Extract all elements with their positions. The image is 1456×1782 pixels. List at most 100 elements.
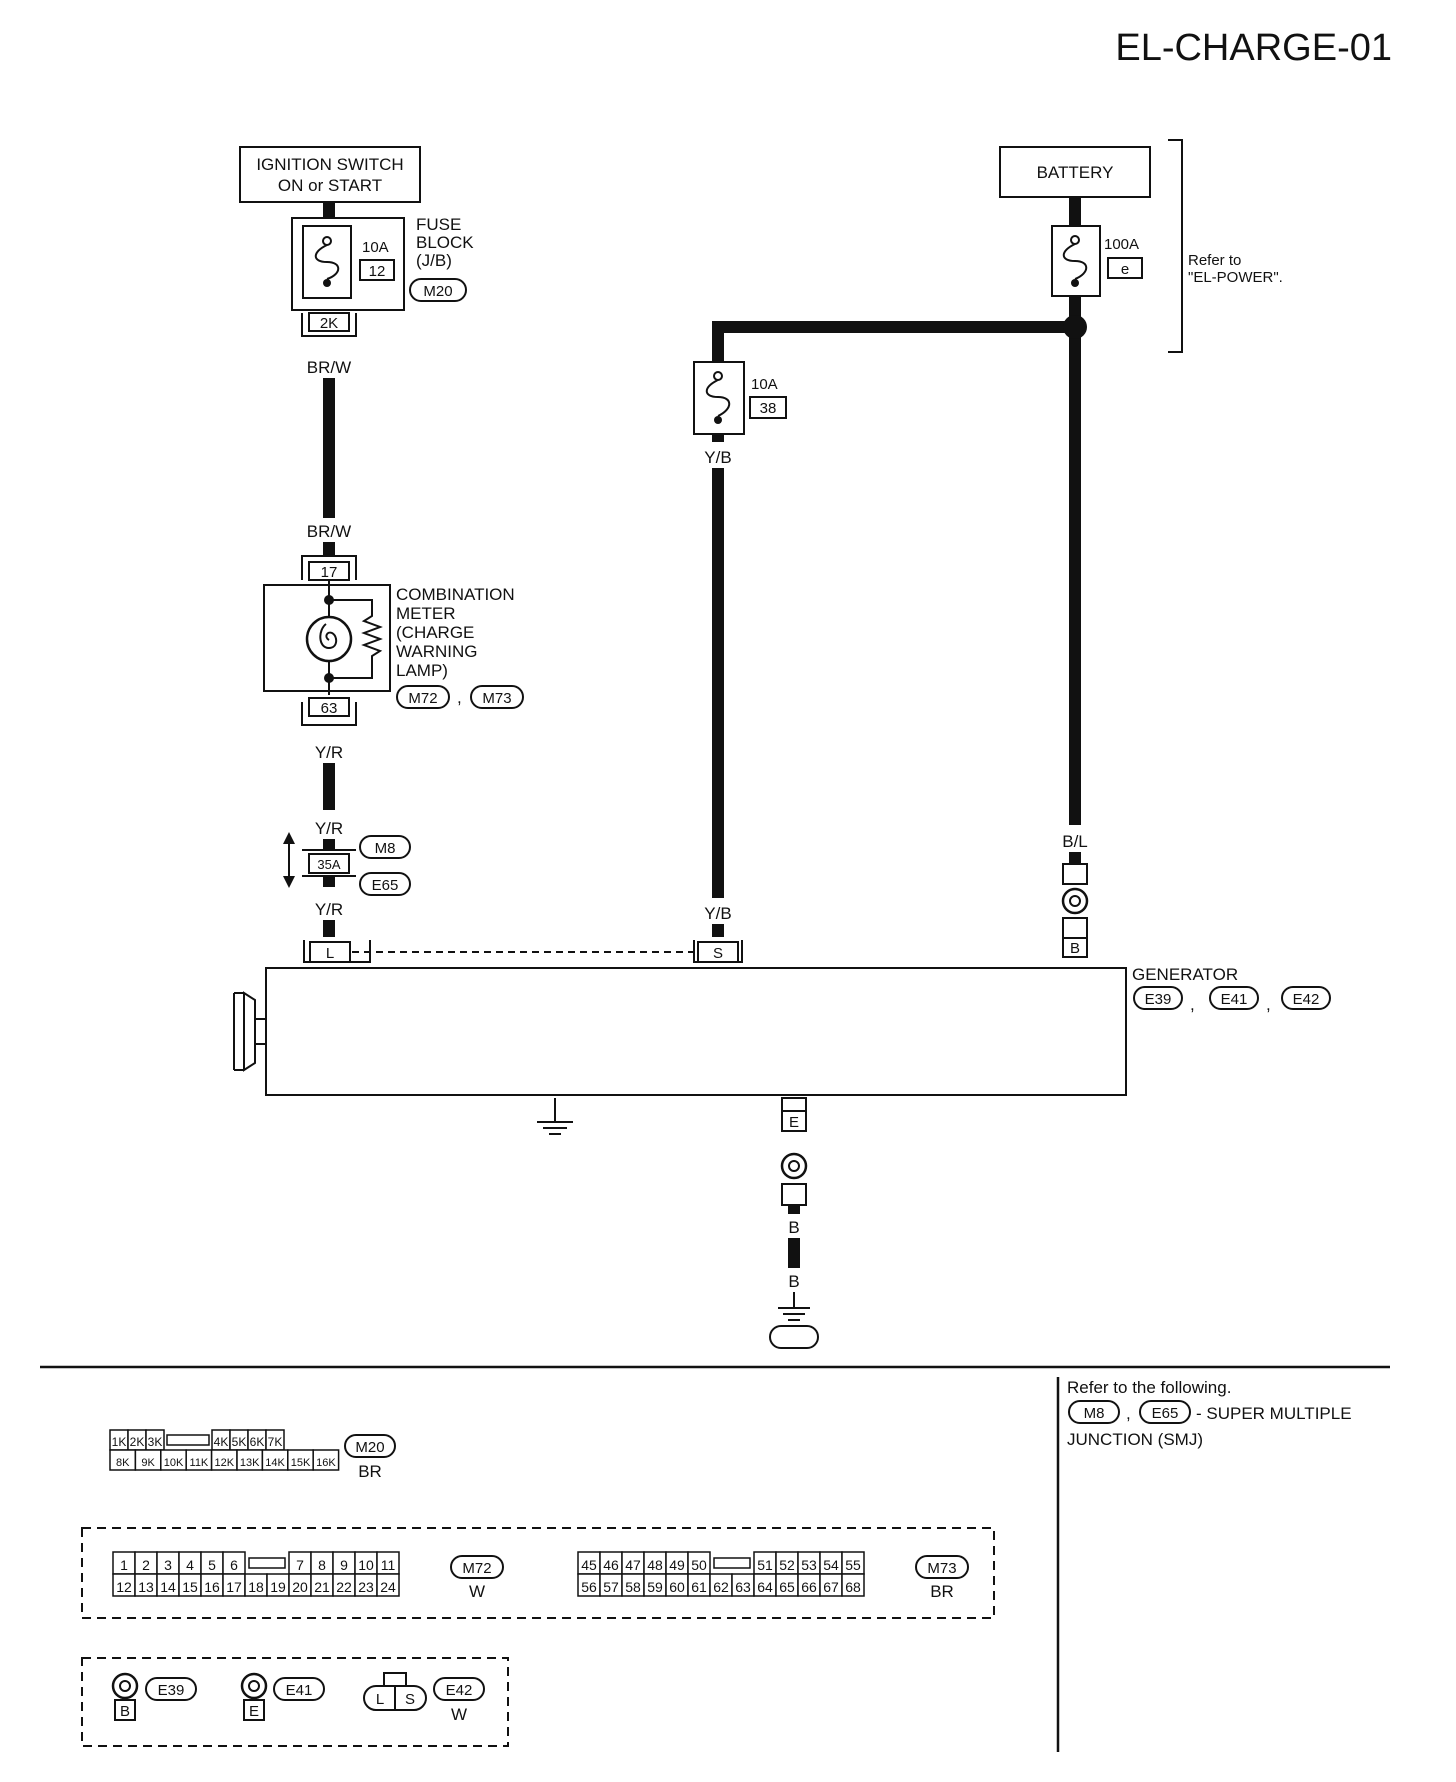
comma-3: ,: [1266, 995, 1271, 1014]
m73-pin-66: 66: [801, 1579, 817, 1595]
e42-pin-l: L: [376, 1691, 384, 1708]
e39-id: E39: [158, 1682, 185, 1699]
m73-pin-55: 55: [845, 1557, 861, 1573]
m20-id: M20: [355, 1439, 384, 1456]
m73-pin-65: 65: [779, 1579, 795, 1595]
m73-pin-64: 64: [757, 1579, 773, 1595]
m20-pin-1k: 1K: [112, 1435, 127, 1449]
m72-pin-23: 23: [358, 1579, 374, 1595]
comma-4: ,: [1126, 1404, 1131, 1423]
m72-pin-14: 14: [160, 1579, 176, 1595]
battery-fuse-number: e: [1121, 261, 1129, 278]
fuse-38: 10A 38: [693, 361, 787, 435]
generator-label: GENERATOR: [1132, 965, 1238, 984]
m73-pin-47: 47: [625, 1557, 641, 1573]
fuse-38-rating: 10A: [751, 376, 778, 393]
pin-63: 63: [321, 700, 338, 717]
wire-yr-3: Y/R: [315, 900, 343, 919]
m20-pin-3k: 3K: [148, 1435, 163, 1449]
m73-pin-60: 60: [669, 1579, 685, 1595]
wire-yb-lower: Y/B: [704, 904, 731, 923]
connector-e39-tag: E39: [1145, 991, 1172, 1008]
fuse-38-number: 38: [760, 400, 777, 417]
m20-pin-9k: 9K: [141, 1457, 155, 1469]
pin-2k: 2K: [320, 315, 338, 332]
wire-b-lower: B: [788, 1272, 799, 1291]
fuse-block-label-2: BLOCK: [416, 233, 474, 252]
combination-meter-label-1: COMBINATION: [396, 585, 515, 604]
e42-pin-s: S: [405, 1691, 415, 1708]
connector-e65-tag: E65: [372, 877, 399, 894]
m73-pin-48: 48: [647, 1557, 663, 1573]
m72-pin-18: 18: [248, 1579, 264, 1595]
connector-view-e42: L S E42 W: [363, 1672, 485, 1724]
m72-pin-5: 5: [208, 1557, 216, 1573]
refer-power-1: Refer to: [1188, 252, 1241, 269]
m73-pin-68: 68: [845, 1579, 861, 1595]
m73-pin-61: 61: [691, 1579, 707, 1595]
m72-pin-19: 19: [270, 1579, 286, 1595]
m72-pin-8: 8: [318, 1557, 326, 1573]
m73-pin-46: 46: [603, 1557, 619, 1573]
m20-pin-16k: 16K: [316, 1457, 336, 1469]
comma-1: ,: [457, 688, 462, 707]
m72-pin-9: 9: [340, 1557, 348, 1573]
m72-pin-4: 4: [186, 1557, 194, 1573]
fuse-block-label-3: (J/B): [416, 251, 452, 270]
fuse-block-label-1: FUSE: [416, 215, 461, 234]
m72-pin-7: 7: [296, 1557, 304, 1573]
connector-m73-tag: M73: [482, 690, 511, 707]
fuse-12-number: 12: [369, 263, 386, 280]
wire-brw-lower: BR/W: [307, 522, 351, 541]
wire-yr-1: Y/R: [315, 743, 343, 762]
m73-pin-45: 45: [581, 1557, 597, 1573]
refer-note-desc1: - SUPER MULTIPLE: [1196, 1404, 1352, 1423]
fuse-block: 10A 12 FUSE BLOCK (J/B) M20: [291, 215, 474, 311]
e41-id: E41: [286, 1682, 313, 1699]
page-title: EL-CHARGE-01: [1115, 27, 1392, 69]
body-ground-icon: [537, 1098, 573, 1135]
m20-pin-12k: 12K: [215, 1457, 235, 1469]
m20-pin-10k: 10K: [164, 1457, 184, 1469]
combination-meter-label-5: LAMP): [396, 661, 448, 680]
m20-pin-14k: 14K: [265, 1457, 285, 1469]
battery-fuse: 100A e: [1051, 225, 1143, 297]
m73-pin-57: 57: [603, 1579, 619, 1595]
wire-yr-2: Y/R: [315, 819, 343, 838]
m20-pin-11k: 11K: [190, 1457, 209, 1469]
m20-pin-8k: 8K: [116, 1457, 130, 1469]
m72-pin-10: 10: [358, 1557, 374, 1573]
m72-pin-2: 2: [142, 1557, 150, 1573]
m72-pin-11: 11: [381, 1557, 396, 1573]
m73-pin-63: 63: [735, 1579, 751, 1595]
m72-pin-3: 3: [164, 1557, 172, 1573]
ignition-switch: IGNITION SWITCH ON or START: [239, 146, 421, 203]
refer-note-desc2: JUNCTION (SMJ): [1067, 1430, 1203, 1449]
m72-pin-13: 13: [138, 1579, 154, 1595]
m20-pin-5k: 5K: [232, 1435, 247, 1449]
connector-e42-tag: E42: [1293, 991, 1320, 1008]
combination-meter-label-2: METER: [396, 604, 456, 623]
m72-id: M72: [462, 1560, 491, 1577]
e42-id: E42: [446, 1682, 473, 1699]
m73-pin-50: 50: [691, 1557, 707, 1573]
refer-note-m8: M8: [1084, 1405, 1105, 1422]
refer-note: Refer to the following. M8 , E65 - SUPER…: [1067, 1378, 1352, 1449]
m20-pin-6k: 6K: [250, 1435, 265, 1449]
m73-pin-52: 52: [779, 1557, 795, 1573]
connector-m20-color: BR: [358, 1462, 382, 1481]
terminal-l: L: [326, 945, 334, 962]
m73-pin-51: 51: [757, 1557, 773, 1573]
m73-pin-53: 53: [801, 1557, 817, 1573]
connector-group-generator: [81, 1657, 509, 1747]
m20-pin-7k: 7K: [268, 1435, 283, 1449]
m20-pin-13k: 13K: [240, 1457, 260, 1469]
m72-pin-20: 20: [292, 1579, 308, 1595]
connector-e41-tag: E41: [1221, 991, 1248, 1008]
ignition-switch-label-2: ON or START: [278, 176, 382, 195]
e42-color: W: [451, 1705, 467, 1724]
m73-pin-67: 67: [823, 1579, 839, 1595]
m72-pin-6: 6: [230, 1557, 238, 1573]
